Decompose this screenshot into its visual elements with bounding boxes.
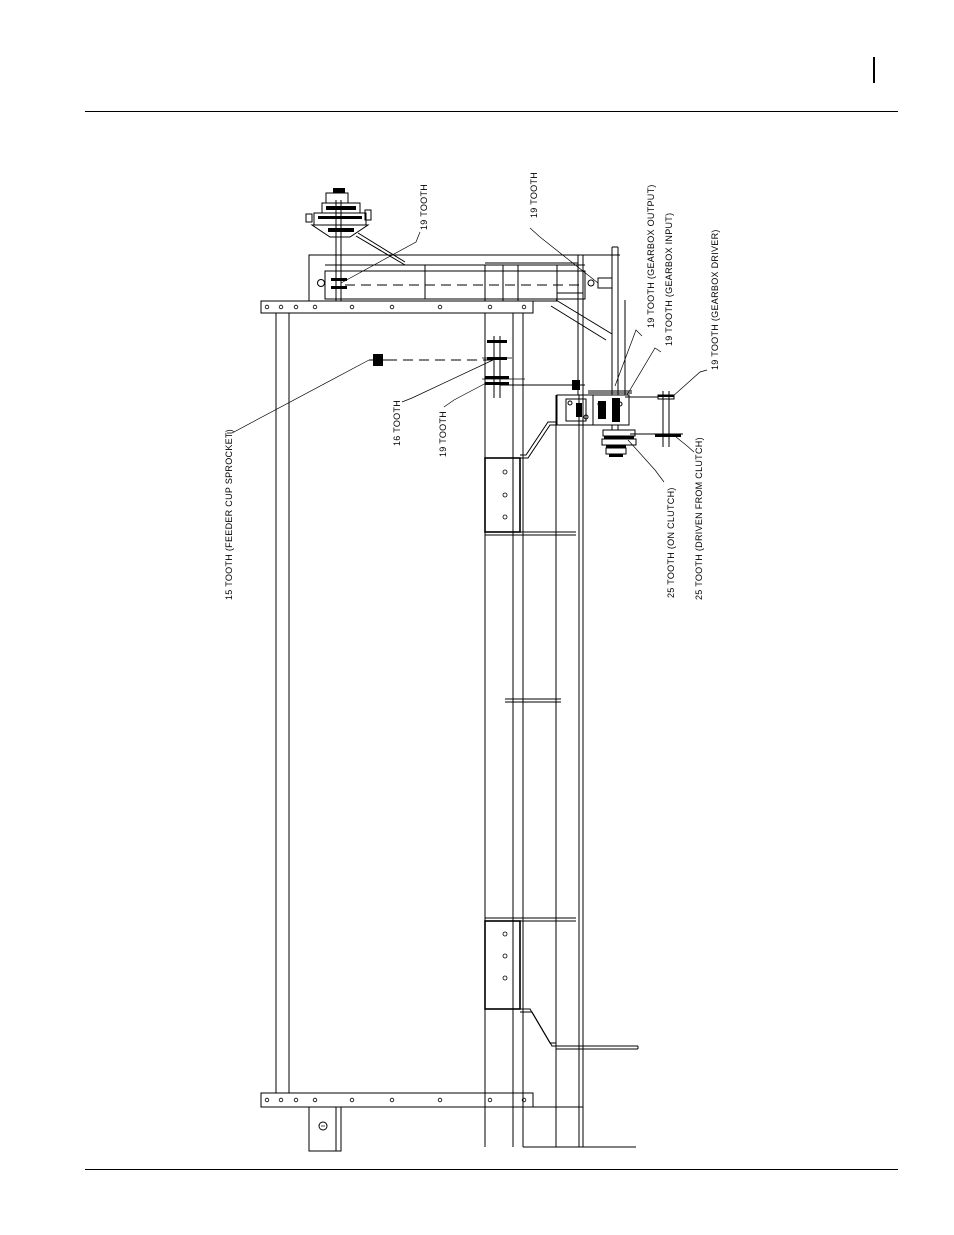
bottom-crossbar [261, 1093, 533, 1107]
top-plates [309, 255, 620, 395]
label-driven-from-clutch: 25 TOOTH (DRIVEN FROM CLUTCH) [694, 437, 704, 600]
label-on-clutch: 25 TOOTH (ON CLUTCH) [666, 487, 676, 598]
label-feeder-cup-sprocket: 15 TOOTH (FEEDER CUP SPROCKET) [224, 429, 234, 600]
feeder-cup-sprocket [369, 354, 494, 366]
channel-plates [485, 422, 638, 1049]
label-gearbox-output: 19 TOOTH (GEARBOX OUTPUT) [646, 184, 656, 328]
gearbox [557, 380, 632, 425]
label-gearbox-input: 19 TOOTH (GEARBOX INPUT) [664, 213, 674, 346]
gearbox-output-sprocket [588, 247, 625, 395]
label-19-tooth-upper: 19 TOOTH [419, 184, 429, 230]
leader-lines [227, 228, 707, 482]
upper-hub-assembly [306, 188, 405, 301]
top-crossbar [261, 301, 533, 313]
bottom-left-bracket [309, 1107, 341, 1151]
frame-left-rails [276, 313, 289, 1093]
clutch-assembly [602, 425, 636, 457]
label-gearbox-driver: 19 TOOTH (GEARBOX DRIVER) [710, 229, 720, 370]
label-19-tooth-middle: 19 TOOTH [438, 411, 448, 457]
label-19-tooth-top: 19 TOOTH [529, 172, 539, 218]
label-16-tooth: 16 TOOTH [392, 400, 402, 446]
middle-sprockets [482, 336, 525, 398]
